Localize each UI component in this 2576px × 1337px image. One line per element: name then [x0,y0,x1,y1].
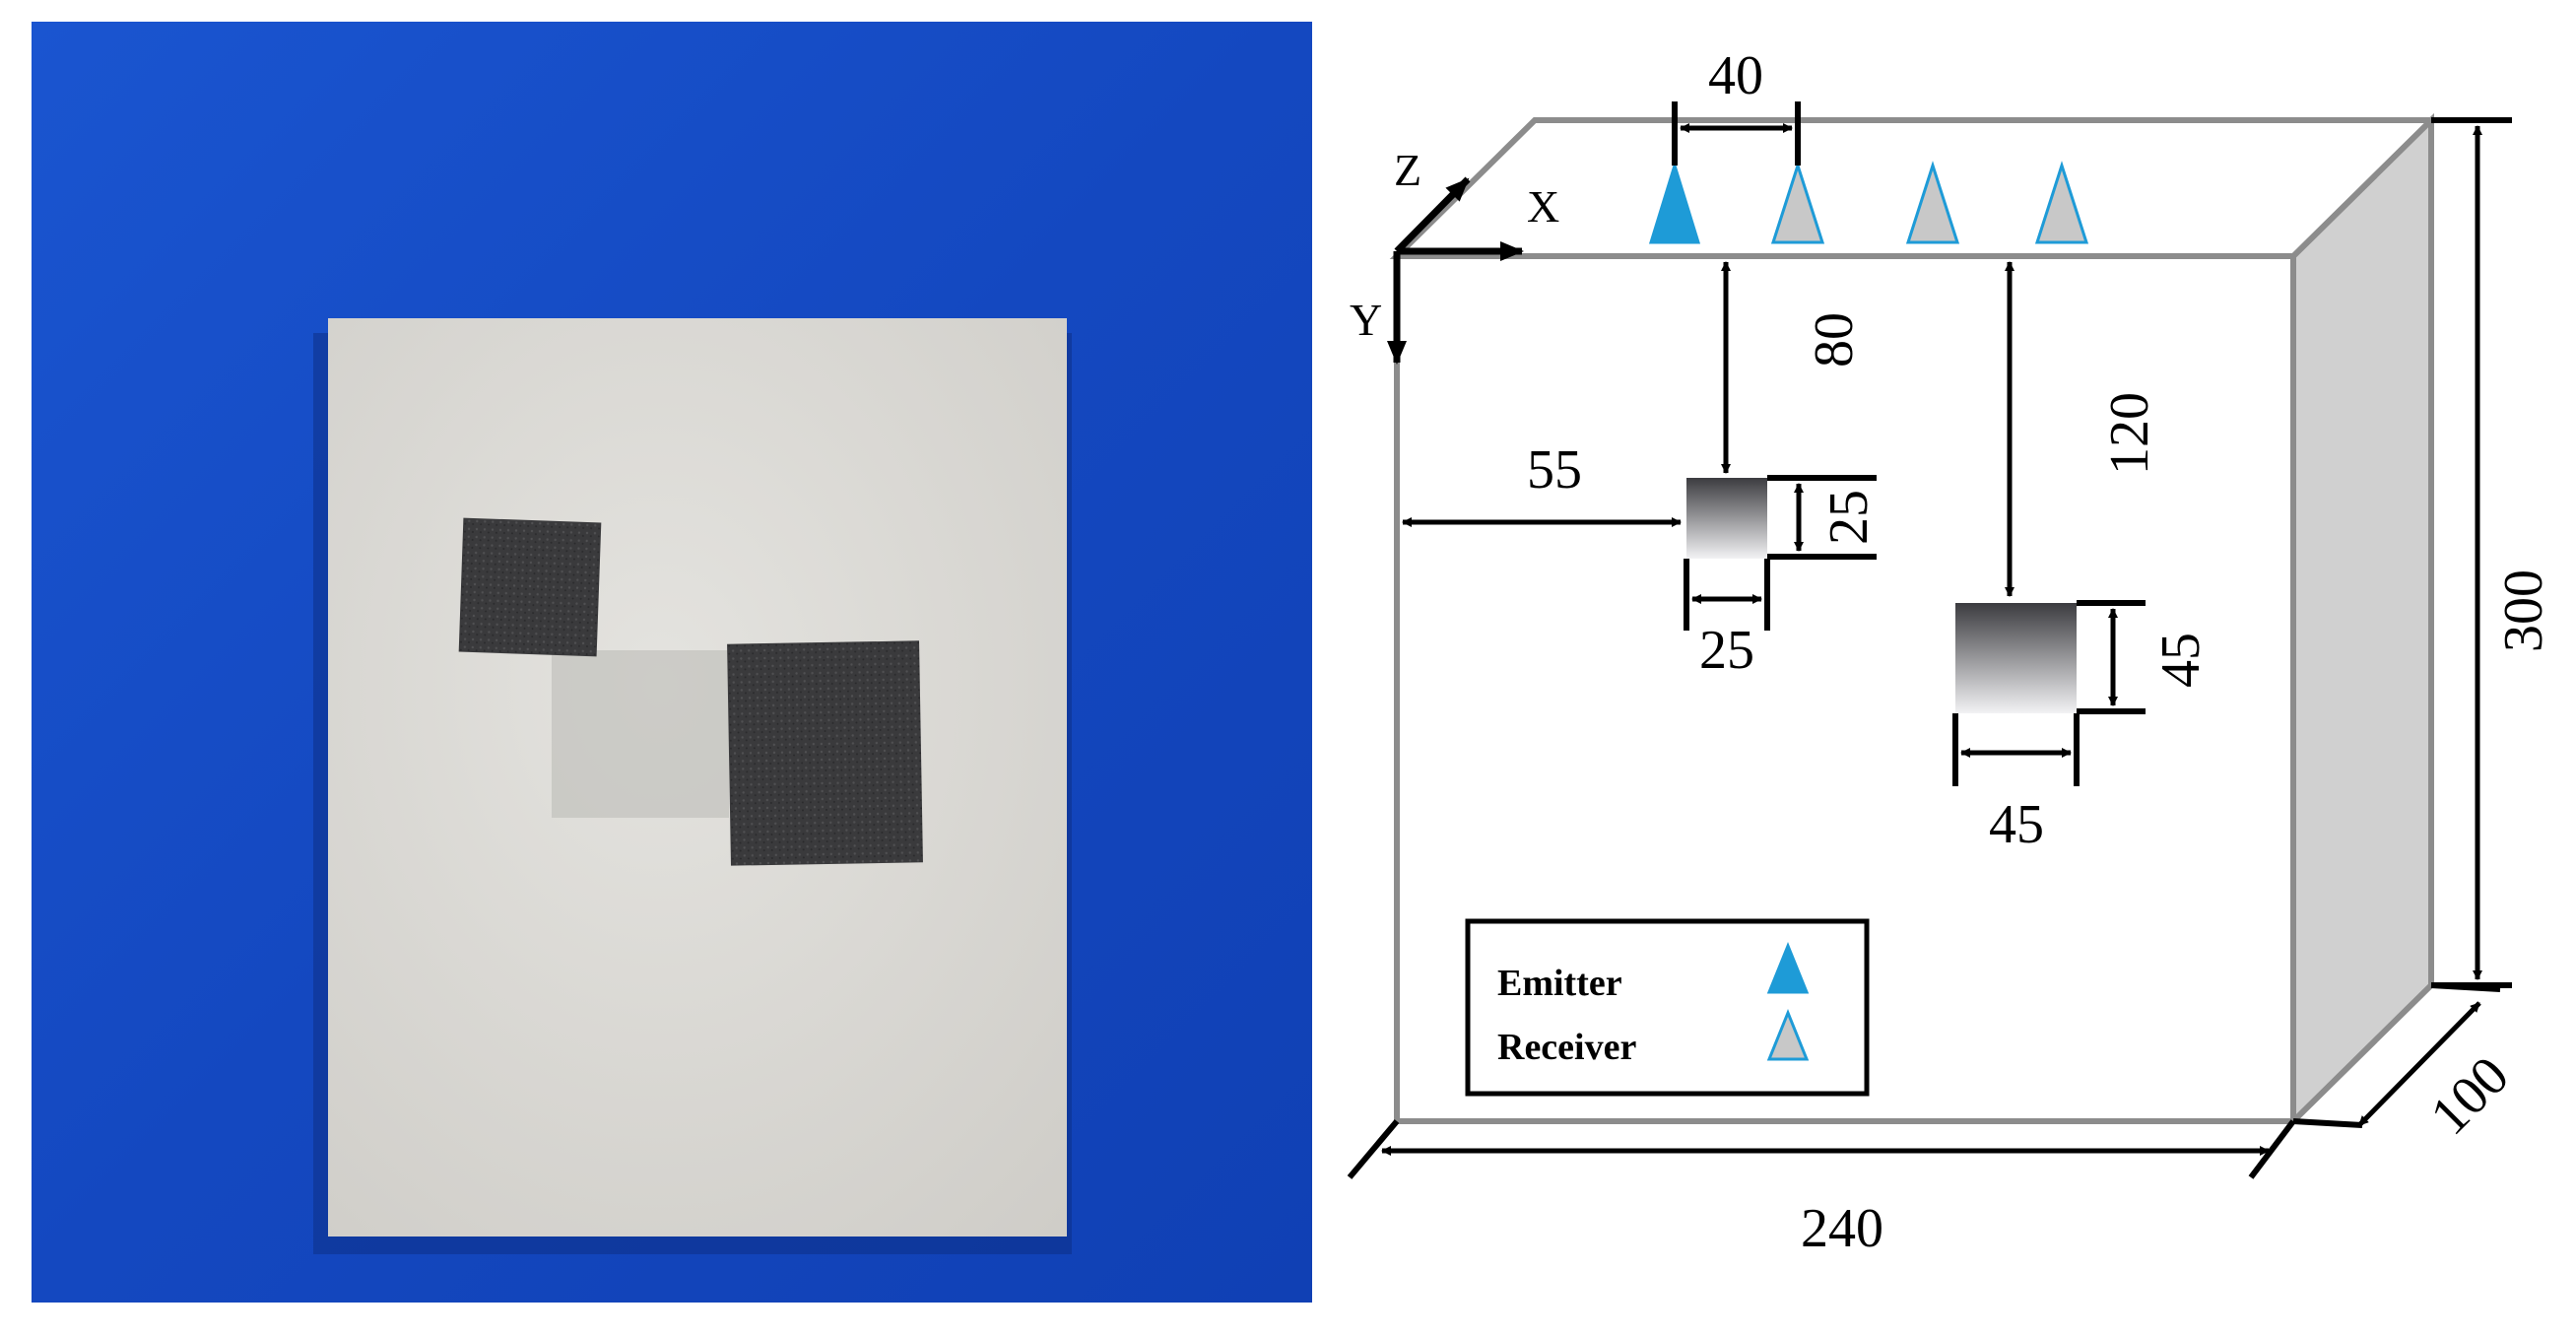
dim-large-width-label: 45 [1989,794,2044,855]
x-axis-label: X [1527,181,1559,232]
dim-depth-large: 120 [2005,261,2160,597]
dim-block-width-label: 240 [1801,1198,1883,1259]
legend-emitter-label: Emitter [1497,963,1622,1004]
z-axis-label: Z [1394,145,1421,195]
legend-box [1465,918,1870,1097]
receiver-triangle-3 [2034,161,2089,244]
legend: Emitter Receiver [1465,918,1870,1097]
specimen-photo [32,22,1312,1303]
receiver-triangle-1 [1770,161,1825,244]
large-defect [1955,603,2077,713]
small-inclusion [458,517,602,657]
large-inclusion [727,640,923,866]
concrete-shadow-patch [552,650,729,818]
dim-depth-small: 80 [1721,261,1865,474]
dim-small-width-label: 25 [1699,620,1754,681]
dim-block-height-label: 300 [2493,569,2554,652]
z-axis-arrow [1394,176,1471,254]
small-defect [1686,478,1767,559]
dim-depth-small-label: 80 [1804,312,1865,368]
coordinate-axes: X Y Z [1350,145,1559,365]
dim-offset-left-label: 55 [1527,439,1582,501]
receiver-triangle-2 [1905,161,1960,244]
dim-offset-left: 55 [1402,439,1682,527]
dim-block-width: 240 [1347,1119,2296,1259]
emitter-triangle [1648,160,1701,244]
dim-large-height: 45 [2077,600,2212,714]
dim-small-width: 25 [1684,559,1770,681]
transducers [1648,160,2089,244]
legend-emitter-icon [1766,941,1810,994]
legend-receiver-label: Receiver [1497,1027,1636,1068]
dim-spacing: 40 [1672,45,1801,166]
dim-spacing-label: 40 [1708,45,1763,106]
dim-block-thickness-label: 100 [2419,1045,2521,1147]
dim-large-width: 45 [1952,713,2080,855]
block-side-face [2290,112,2434,1129]
dim-depth-large-label: 120 [2099,392,2160,475]
dim-small-height-label: 25 [1818,490,1880,545]
dim-small-height: 25 [1767,475,1880,560]
dim-large-height-label: 45 [2150,633,2212,688]
dim-block-height: 300 [2431,117,2554,988]
y-axis-label: Y [1350,295,1382,345]
legend-receiver-icon [1766,1008,1810,1061]
